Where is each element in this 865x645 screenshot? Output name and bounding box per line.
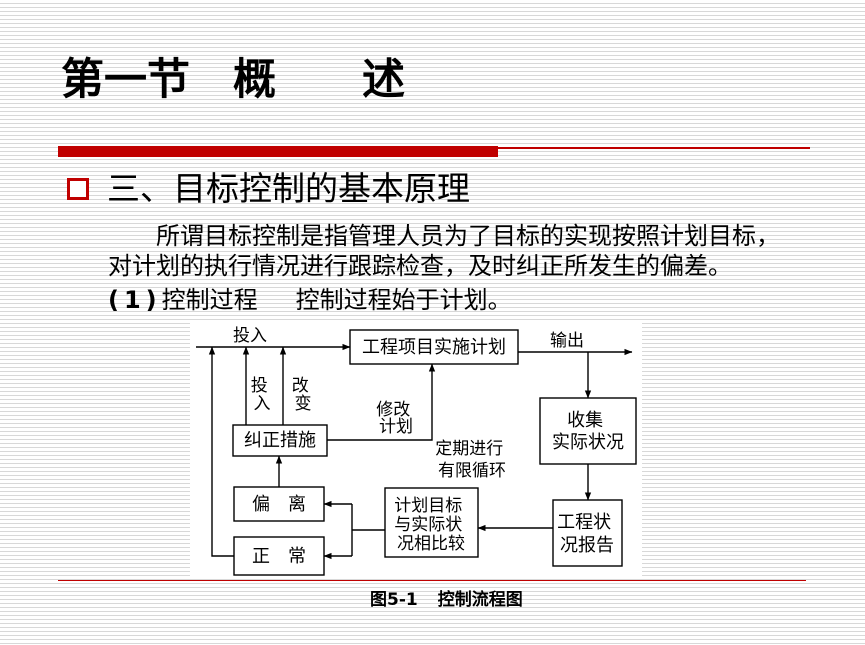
change-vertical-char-2: 变 xyxy=(295,394,312,414)
cycle-note-label: 定期进行 有限循环 xyxy=(435,439,508,481)
caption-rule xyxy=(58,580,806,581)
compare-label-line-1: 计划目标 xyxy=(394,496,462,516)
normal-label-line: 正 常 xyxy=(252,546,306,567)
subsection-item: (1)控制过程 控制过程始于计划。 xyxy=(108,285,512,315)
square-bullet-icon xyxy=(67,178,89,200)
subsection-number: (1) xyxy=(108,286,162,314)
revise-plan-line-2: 计划 xyxy=(379,417,413,437)
paragraph-line-1: 所谓目标控制是指管理人员为了目标的实现按照计划目标， xyxy=(156,222,780,250)
compare-branch-connector xyxy=(351,504,385,556)
report-label-line-1: 工程状 xyxy=(557,512,611,533)
normal-box-label: 正 常 xyxy=(252,546,306,567)
section-heading: 三、目标控制的基本原理 xyxy=(107,169,470,208)
corrective-box-label: 纠正措施 xyxy=(244,430,316,451)
collect-label-line-1: 收集 xyxy=(567,410,603,431)
normal-loop-arrow xyxy=(208,346,234,557)
flowchart-svg: 工程项目实施计划 收集 实际状况 工程状 况报告 计划目标 与实际状 况相比较 … xyxy=(196,326,637,576)
input-label-text: 投入 xyxy=(233,326,267,346)
cycle-note-line-2: 有限循环 xyxy=(438,461,506,481)
deviation-box xyxy=(233,486,325,522)
compare-box xyxy=(384,487,479,558)
paragraph-line-2: 对计划的执行情况进行跟踪检查，及时纠正所发生的偏差。 xyxy=(108,252,732,280)
figure-title: 控制流程图 xyxy=(437,590,523,610)
control-flow-diagram: 工程项目实施计划 收集 实际状况 工程状 况报告 计划目标 与实际状 况相比较 … xyxy=(190,322,642,578)
collect-label-line-2: 实际状况 xyxy=(552,432,624,453)
output-label: 输出 xyxy=(550,331,584,351)
plan-box xyxy=(349,329,519,365)
subsection-text: 控制过程始于计划。 xyxy=(295,286,512,314)
output-label-text: 输出 xyxy=(550,331,584,351)
title-underline-rule xyxy=(498,147,810,149)
change-vertical-char-1: 改 xyxy=(292,376,309,396)
report-label-line-2: 况报告 xyxy=(560,535,614,556)
normal-box xyxy=(233,536,325,576)
change-vertical-label: 改 变 xyxy=(292,376,314,414)
compare-label-line-2: 与实际状 xyxy=(394,515,462,535)
figure-number: 图5-1 xyxy=(370,590,418,610)
revise-plan-label: 修改 计划 xyxy=(376,400,415,437)
corrective-to-plan-arrow xyxy=(327,363,436,441)
subsection-label: 控制过程 xyxy=(161,286,258,314)
report-box-label: 工程状 况报告 xyxy=(557,512,617,556)
deviation-label-line: 偏 离 xyxy=(252,494,306,515)
input-vertical-char-2: 入 xyxy=(254,394,271,414)
revise-plan-line-1: 修改 xyxy=(376,400,410,420)
report-box xyxy=(552,499,623,567)
figure-caption: 图5-1 控制流程图 xyxy=(370,588,523,612)
cycle-note-line-1: 定期进行 xyxy=(435,439,503,459)
input-vertical-char-1: 投 xyxy=(251,376,268,396)
title-underline-bar xyxy=(58,146,498,157)
collect-box xyxy=(539,397,637,465)
collect-box-label: 收集 实际状况 xyxy=(552,410,624,453)
input-vertical-label: 投 入 xyxy=(251,376,273,414)
compare-box-label: 计划目标 与实际状 况相比较 xyxy=(394,496,467,554)
plan-label-line: 工程项目实施计划 xyxy=(362,337,506,358)
deviation-box-label: 偏 离 xyxy=(252,494,306,515)
compare-label-line-3: 况相比较 xyxy=(397,534,465,554)
input-label: 投入 xyxy=(233,326,267,346)
plan-box-label: 工程项目实施计划 xyxy=(362,337,506,358)
corrective-box xyxy=(232,424,328,457)
slide-title: 第一节 概 述 xyxy=(61,55,405,105)
corrective-label-line: 纠正措施 xyxy=(244,430,316,451)
